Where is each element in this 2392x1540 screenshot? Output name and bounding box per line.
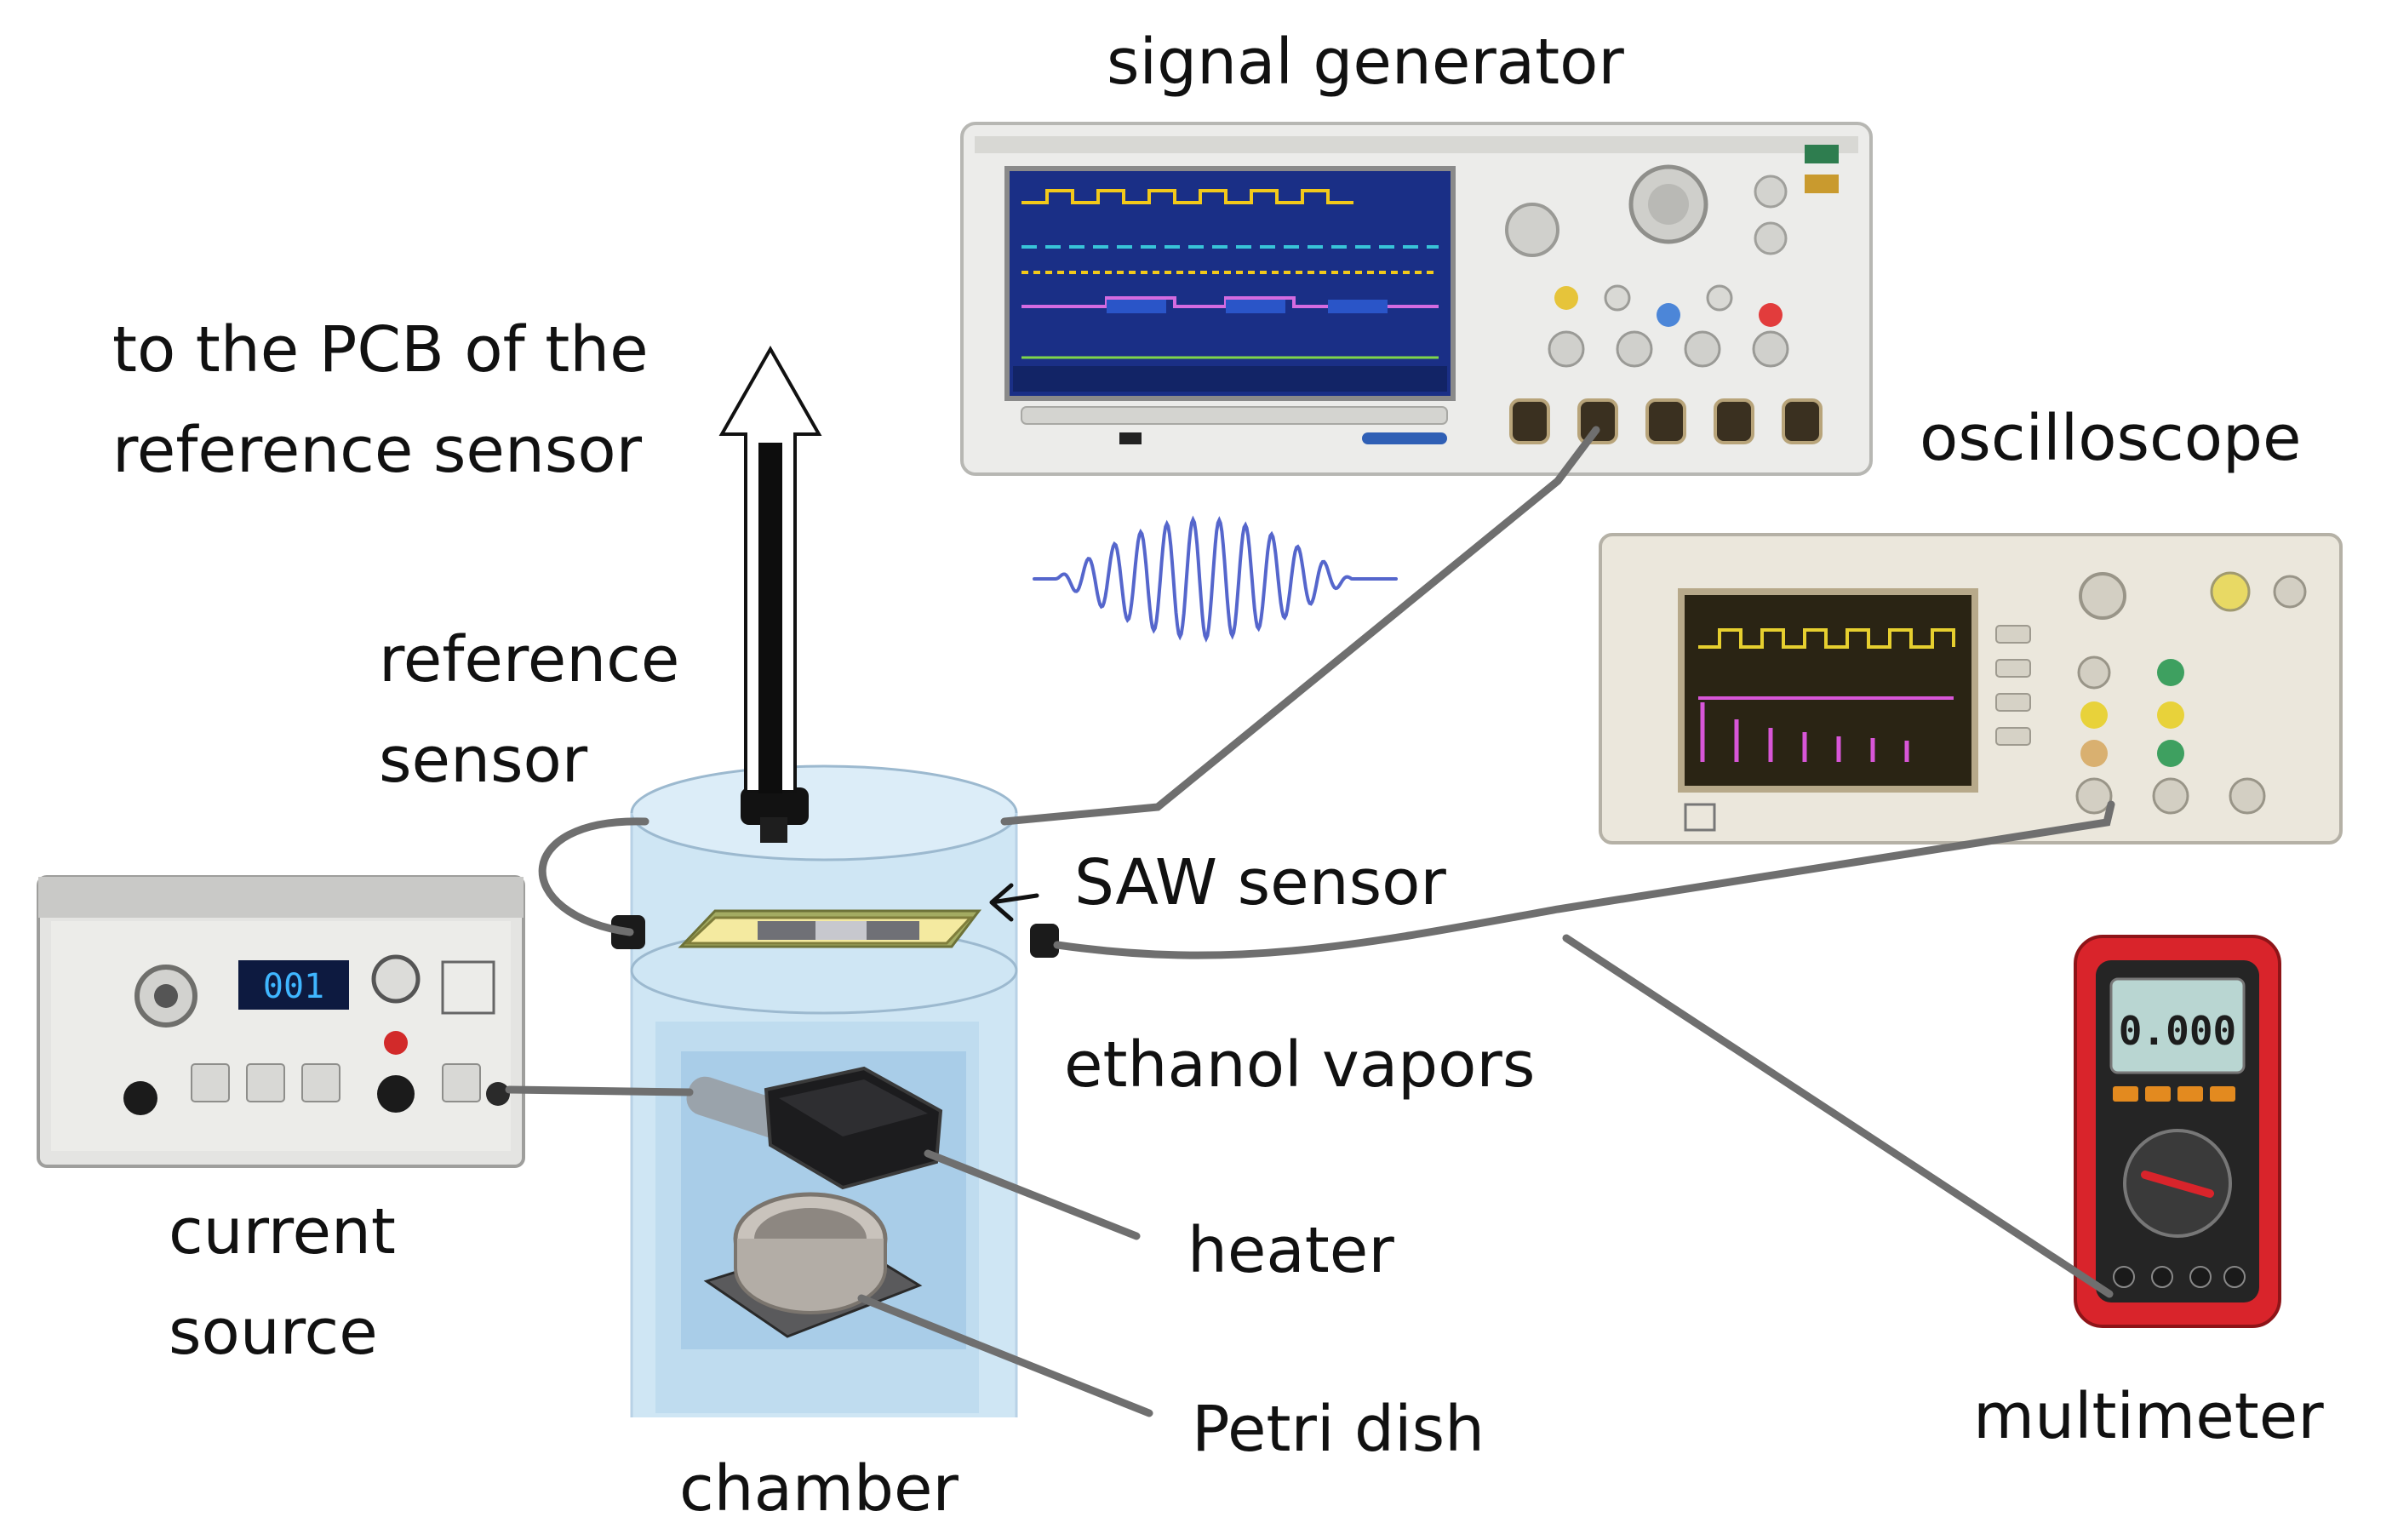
label-current-source-line2: source bbox=[169, 1296, 378, 1369]
label-heater: heater bbox=[1187, 1214, 1394, 1287]
cable-current-source bbox=[505, 1085, 694, 1096]
cable-multimeter bbox=[1562, 934, 2114, 1298]
label-reference-sensor-line1: reference bbox=[379, 623, 680, 696]
heater-leader-line bbox=[924, 1149, 1141, 1240]
label-to-pcb-line1: to the PCB of the bbox=[112, 313, 649, 386]
cable-oscilloscope bbox=[1053, 800, 2115, 959]
label-chamber: chamber bbox=[679, 1452, 959, 1526]
multimeter-display: 0.000 bbox=[2119, 1008, 2236, 1054]
petri-dish-leader-line bbox=[857, 1294, 1153, 1417]
cables bbox=[505, 426, 2115, 1417]
saw-sensor bbox=[678, 909, 982, 948]
sine-wave-icon bbox=[1033, 515, 1398, 643]
label-ethanol-vapors: ethanol vapors bbox=[1064, 1028, 1536, 1102]
signal-generator-device bbox=[960, 122, 1873, 476]
petri-dish bbox=[703, 1192, 923, 1338]
saw-sensor-pointer-arrow bbox=[989, 883, 1039, 922]
reference-sensor-cap bbox=[741, 787, 809, 843]
label-multimeter: multimeter bbox=[1973, 1380, 2324, 1453]
multimeter-device: 0.000 bbox=[2074, 935, 2281, 1328]
label-reference-sensor-line2: sensor bbox=[379, 724, 588, 797]
oscilloscope-device bbox=[1599, 533, 2343, 844]
current-source-device: 001 bbox=[37, 875, 525, 1168]
label-to-pcb-line2: reference sensor bbox=[112, 414, 643, 487]
cable-reference-sensor-loop bbox=[538, 817, 650, 936]
label-signal-generator: signal generator bbox=[1107, 26, 1624, 99]
label-saw-sensor: SAW sensor bbox=[1074, 846, 1446, 919]
arrow-up-icon bbox=[718, 345, 822, 793]
cable-signal-generator bbox=[1000, 426, 1600, 826]
label-petri-dish: Petri dish bbox=[1192, 1393, 1485, 1466]
current-source-display: 001 bbox=[263, 967, 324, 1006]
label-current-source-line1: current bbox=[169, 1195, 396, 1268]
label-oscilloscope: oscilloscope bbox=[1920, 402, 2302, 475]
chamber-connector-right bbox=[1030, 924, 1059, 958]
heater-block bbox=[686, 1066, 943, 1190]
